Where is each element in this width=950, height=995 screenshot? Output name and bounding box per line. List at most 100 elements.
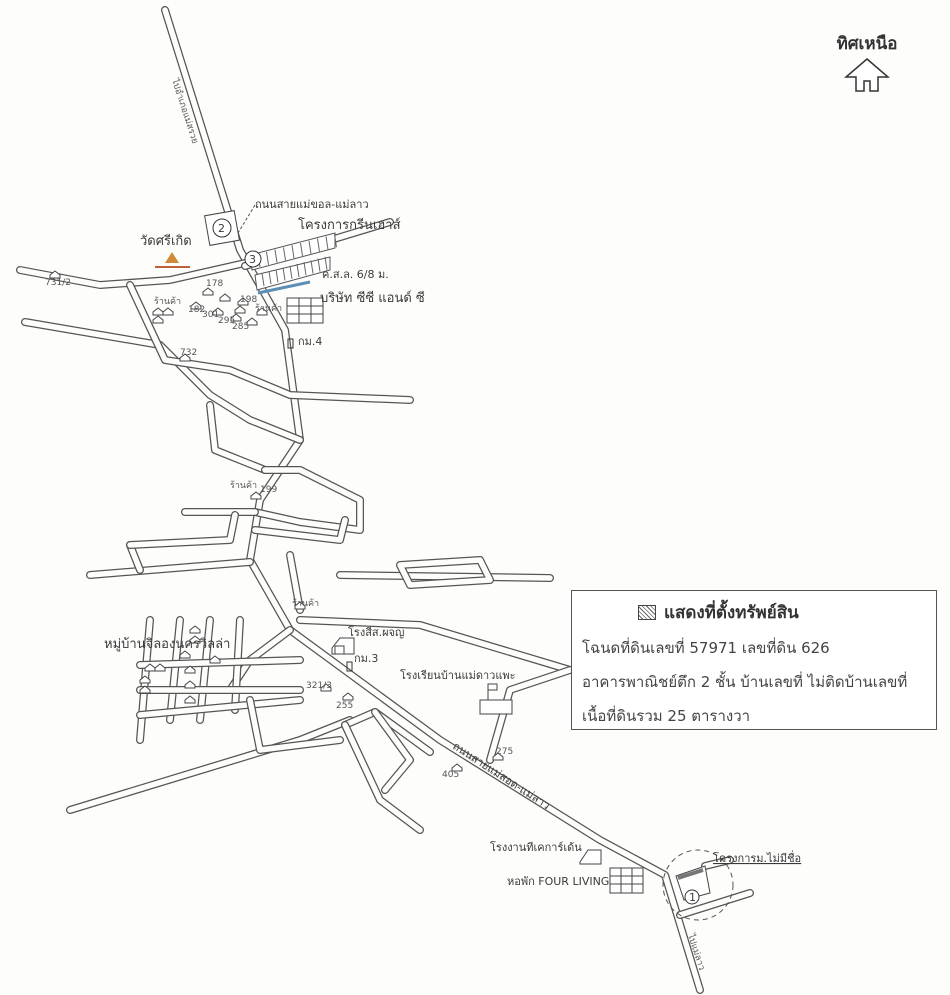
km4-label: กม.4 — [298, 335, 322, 348]
road — [67, 717, 353, 813]
road — [207, 402, 268, 473]
road — [127, 282, 413, 403]
house-number: 405 — [442, 770, 459, 780]
company-label: บริษัท ซีซี แอนด์ ซี — [320, 290, 425, 306]
plot-divider — [289, 265, 293, 279]
shop-label: ร้านค้า — [154, 296, 181, 307]
house-number: 178 — [206, 279, 223, 289]
legend-deed: โฉนดที่ดินเลขที่ 57971 เลขที่ดิน 626 — [582, 639, 830, 657]
house-icon — [139, 675, 151, 684]
house-icon — [154, 663, 166, 672]
road — [197, 617, 213, 723]
house-icon — [246, 317, 258, 326]
house-icon — [152, 307, 164, 316]
road — [337, 572, 553, 581]
house-icon — [49, 270, 61, 279]
plot-divider — [291, 245, 295, 259]
house-icon — [342, 692, 354, 701]
plot-divider — [261, 272, 265, 287]
house-icon — [190, 301, 202, 310]
legend-building: อาคารพาณิชย์ตึก 2 ชั้น บ้านเลขที่ ไม่ติด… — [582, 673, 908, 691]
house-icon — [237, 297, 249, 306]
house-number: 301 — [202, 310, 219, 320]
house-number: 255 — [336, 701, 353, 711]
road — [252, 467, 363, 533]
road — [137, 697, 303, 718]
house-number: 731/2 — [45, 278, 71, 288]
road — [247, 697, 343, 753]
plot-divider — [303, 262, 307, 276]
svg-text:1: 1 — [689, 891, 696, 904]
north-label: ทิศเหนือ — [836, 34, 898, 54]
house-number: 285 — [232, 322, 249, 332]
house-number: 182 — [188, 305, 205, 315]
plot-divider — [300, 242, 303, 257]
road — [22, 319, 303, 443]
plot-divider — [317, 258, 321, 272]
house-icon — [294, 601, 306, 610]
house-icon — [144, 663, 156, 672]
road-north-label: ถนนสายแม่ขอล-แม่ลาว — [255, 198, 369, 211]
north-indicator: ทิศเหนือ — [832, 30, 902, 97]
marker-3[interactable]: 3 — [244, 250, 262, 268]
svg-text:3: 3 — [249, 253, 256, 266]
north-arrow-icon — [843, 58, 891, 92]
house-icon — [234, 305, 246, 314]
house-icon — [184, 695, 196, 704]
house-number: 321/3 — [306, 681, 332, 691]
plot-divider — [296, 263, 300, 278]
house-icon — [139, 685, 151, 694]
house-icon — [320, 683, 332, 692]
house-icon — [212, 307, 224, 316]
temple-icon — [155, 252, 190, 268]
school-icon — [479, 683, 513, 715]
house-icon — [179, 650, 191, 659]
km3-label: กม.3 — [354, 652, 378, 665]
canal-label: ค.ส.ล. 6/8 ม. — [322, 268, 389, 281]
road — [342, 722, 423, 833]
road — [397, 557, 493, 588]
legend-box: แสดงที่ตั้งทรัพย์สิน โฉนดที่ดินเลขที่ 57… — [571, 590, 937, 730]
plot-divider — [325, 236, 329, 250]
road — [127, 542, 143, 573]
house-number: 199 — [260, 485, 277, 495]
plot-divider — [268, 271, 272, 285]
road — [297, 617, 573, 673]
plot-divider — [324, 256, 328, 270]
house-number: 295 — [218, 316, 235, 326]
plot-divider — [283, 247, 286, 261]
house-icon — [256, 307, 268, 316]
house-icon — [179, 353, 191, 362]
house-icon — [492, 752, 504, 761]
legend-area: เนื้อที่ดินรวม 25 ตารางวา — [582, 707, 751, 725]
dorm-building-icon — [609, 867, 644, 894]
house-icon — [189, 635, 201, 644]
house-icon — [250, 491, 262, 500]
greenhouse-label: โครงการกรีนเฮาส์ — [298, 217, 401, 233]
house-icon — [184, 665, 196, 674]
road — [287, 552, 303, 613]
village-label: หมู่บ้านจิลองนครวิลล่า — [104, 637, 230, 652]
factory-icon — [579, 849, 602, 865]
marker-2[interactable]: 2 — [204, 210, 240, 246]
shop-label: ร้านค้า — [230, 480, 257, 491]
road — [372, 709, 413, 793]
road — [161, 6, 704, 994]
plot-divider — [266, 251, 269, 265]
svg-text:2: 2 — [218, 222, 225, 235]
house-icon — [189, 625, 201, 634]
house-icon — [219, 293, 231, 302]
school-label: โรงเรียนบ้านแม่ดาวแพะ — [400, 668, 516, 682]
plot-divider — [334, 234, 337, 248]
road — [87, 559, 253, 578]
plot-divider — [274, 249, 278, 263]
plot-divider — [308, 240, 312, 254]
plot-divider — [317, 238, 320, 252]
mill-label: โรงสีส.ผจญ — [348, 625, 404, 639]
shop-label: ร้านค้า — [255, 303, 282, 314]
hatched-square-icon — [638, 605, 656, 620]
project-site[interactable]: 1 — [662, 849, 734, 921]
house-icon — [162, 307, 174, 316]
plot-divider — [310, 260, 314, 274]
